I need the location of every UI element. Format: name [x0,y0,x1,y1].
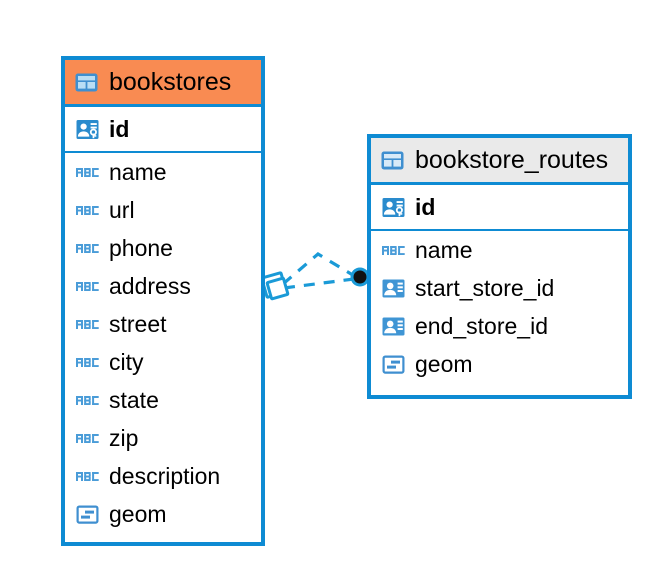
field-row-state[interactable]: state [65,381,261,419]
text-abc-icon [75,160,100,185]
foreign-key-icon [381,314,406,339]
text-abc-icon [75,198,100,223]
field-label-url: url [109,196,135,223]
relationship-line-upper[interactable] [281,252,357,286]
field-row-zip[interactable]: zip [65,419,261,457]
field-row-name[interactable]: name [371,231,628,269]
field-row-phone[interactable]: phone [65,229,261,267]
text-abc-icon [75,350,100,375]
foreign-key-icon [381,276,406,301]
entity-title-bookstore-routes: bookstore_routes [415,145,609,174]
geometry-icon [75,502,100,527]
field-label-zip: zip [109,424,139,451]
field-row-city[interactable]: city [65,343,261,381]
primary-key-section-bookstores: id [65,107,261,153]
table-icon [380,148,405,173]
entity-header-bookstore-routes[interactable]: bookstore_routes [371,138,628,185]
field-label-geom: geom [109,500,167,527]
field-label-description: description [109,462,221,489]
field-row-description[interactable]: description [65,457,261,495]
primary-key-icon [381,195,406,220]
table-icon [74,70,99,95]
text-abc-icon [381,238,406,263]
field-label-end-store-id: end_store_id [415,312,548,339]
field-row-geom[interactable]: geom [65,495,261,533]
field-row-start-store-id[interactable]: start_store_id [371,269,628,307]
field-row-name[interactable]: name [65,153,261,191]
circle-marker[interactable] [350,267,370,287]
entity-table-bookstore-routes[interactable]: bookstore_routes id [367,134,632,399]
field-label-city: city [109,348,144,375]
primary-key-icon [75,117,100,142]
field-row-id[interactable]: id [371,185,628,229]
geometry-icon [381,352,406,377]
field-label-address: address [109,272,191,299]
field-row-geom[interactable]: geom [371,345,628,383]
text-abc-icon [75,426,100,451]
field-label-id: id [109,115,130,142]
text-abc-icon [75,464,100,489]
field-label-start-store-id: start_store_id [415,274,555,301]
entity-header-bookstores[interactable]: bookstores [65,60,261,107]
field-label-id: id [415,193,436,220]
field-label-state: state [109,386,159,413]
entity-table-bookstores[interactable]: bookstores id [61,56,265,546]
text-abc-icon [75,274,100,299]
primary-key-section-bookstore-routes: id [371,185,628,231]
field-label-phone: phone [109,234,173,261]
text-abc-icon [75,388,100,413]
field-row-address[interactable]: address [65,267,261,305]
field-label-geom: geom [415,350,473,377]
field-row-id[interactable]: id [65,107,261,151]
field-row-end-store-id[interactable]: end_store_id [371,307,628,345]
field-row-street[interactable]: street [65,305,261,343]
field-label-name: name [109,158,167,185]
fields-section-bookstores: name [65,153,261,533]
field-label-name: name [415,236,473,263]
entity-title-bookstores: bookstores [109,67,232,96]
text-abc-icon [75,312,100,337]
field-row-url[interactable]: url [65,191,261,229]
field-label-street: street [109,310,167,337]
fields-section-bookstore-routes: name start_store_id [371,231,628,383]
text-abc-icon [75,236,100,261]
diamond-marker[interactable] [260,271,290,301]
relationship-line-lower[interactable] [283,277,355,290]
